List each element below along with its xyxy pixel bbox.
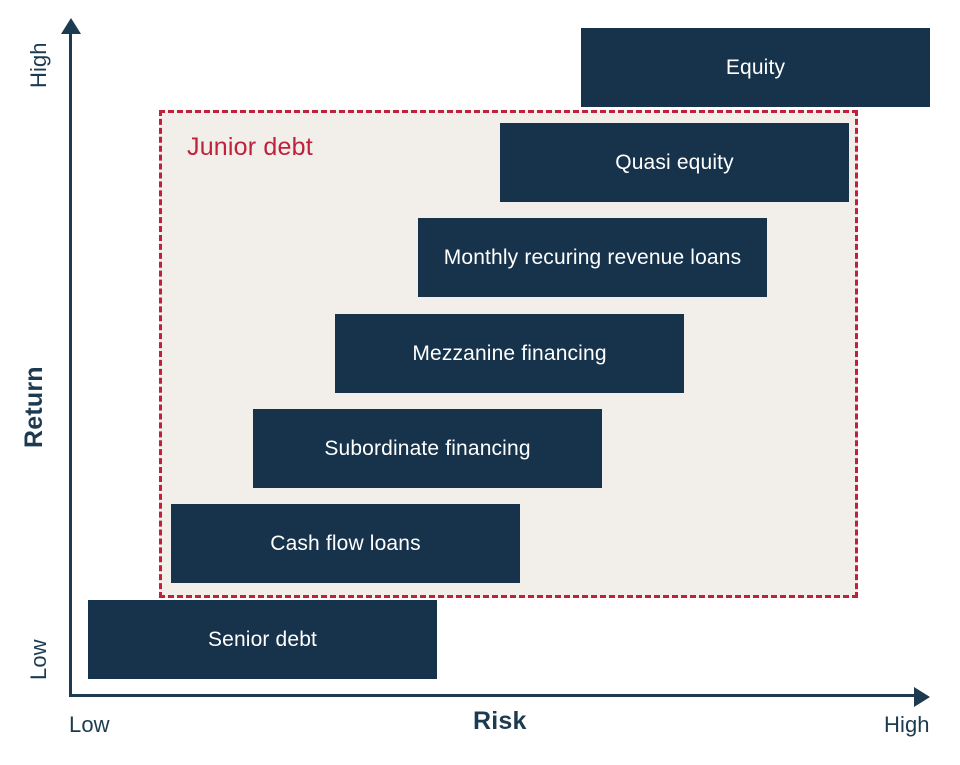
bar-subordinate-financing: Subordinate financing xyxy=(253,409,602,488)
bar-label-senior-debt: Senior debt xyxy=(207,627,318,651)
bar-quasi-equity: Quasi equity xyxy=(500,123,849,202)
x-axis-low-label: Low xyxy=(69,712,110,737)
y-axis-low-label: Low xyxy=(26,639,51,680)
bar-label-equity: Equity xyxy=(725,55,786,79)
bar-cash-flow-loans: Cash flow loans xyxy=(171,504,520,583)
bar-label-cash-flow-loans: Cash flow loans xyxy=(270,531,421,555)
bar-mezzanine-financing: Mezzanine financing xyxy=(335,314,684,393)
bar-label-subordinate-financing: Subordinate financing xyxy=(324,436,531,460)
x-axis-line xyxy=(69,694,922,697)
y-axis-line xyxy=(69,30,72,697)
x-axis-high-label: High xyxy=(884,712,930,737)
x-axis-title: Risk xyxy=(473,707,527,735)
bar-label-quasi-equity: Quasi equity xyxy=(615,150,734,174)
bar-equity: Equity xyxy=(581,28,930,107)
y-axis-arrow-icon xyxy=(61,18,81,34)
bar-monthly-recurring-revenue-loans: Monthly recuring revenue loans xyxy=(418,218,767,297)
junior-debt-region-label: Junior debt xyxy=(187,133,313,161)
bar-senior-debt: Senior debt xyxy=(88,600,437,679)
bar-label-monthly-recurring-revenue-loans: Monthly recuring revenue loans xyxy=(443,245,742,269)
x-axis-arrow-icon xyxy=(914,687,930,707)
bar-label-mezzanine-financing: Mezzanine financing xyxy=(412,341,607,365)
y-axis-high-label: High xyxy=(26,42,51,88)
y-axis-title: Return xyxy=(20,366,48,448)
